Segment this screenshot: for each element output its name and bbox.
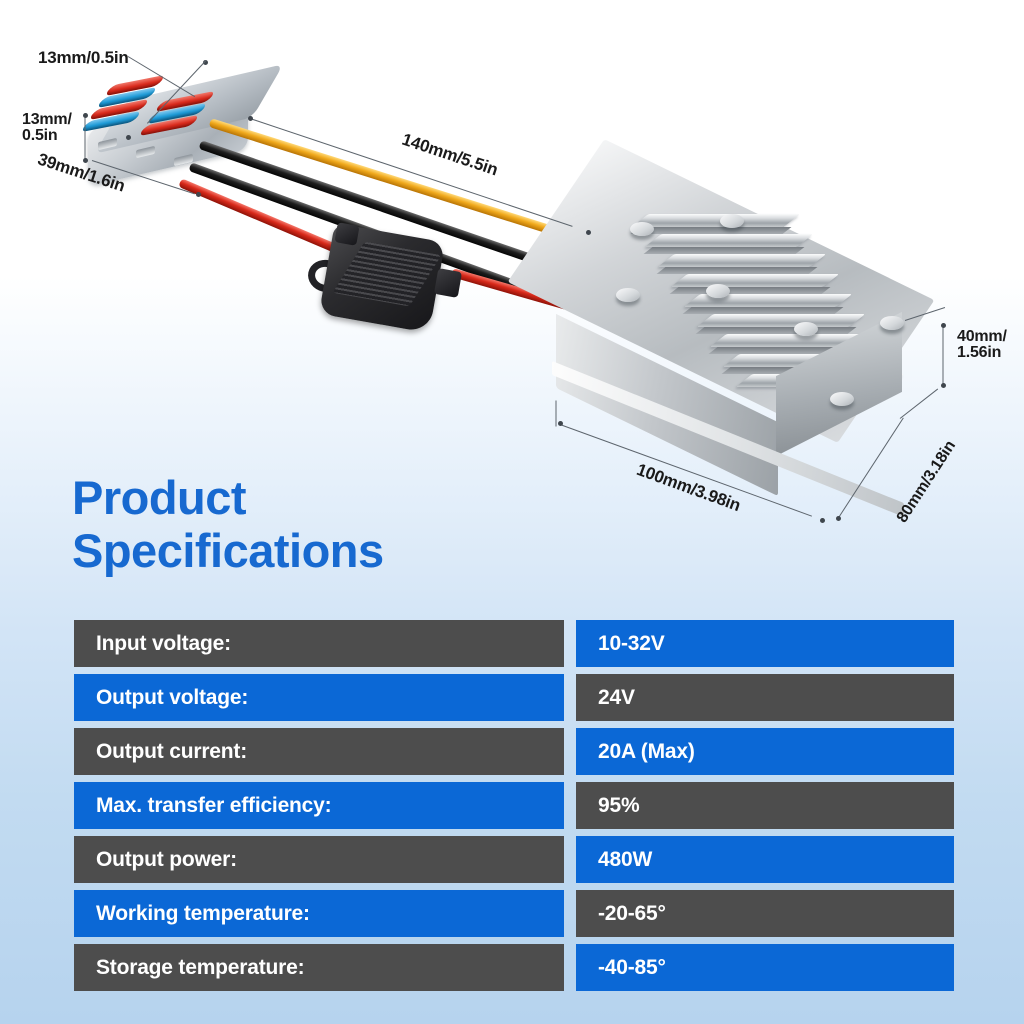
dim-line-connector-height: [84, 116, 86, 163]
dim-dot: [820, 518, 825, 523]
spec-label-cell: Working temperature:: [74, 890, 564, 937]
mounting-post: [630, 222, 654, 236]
dim-label-wire-length: 140mm/5.5in: [399, 129, 501, 180]
spec-value-cell: 10-32V: [576, 620, 954, 667]
mounting-post: [720, 214, 744, 228]
dim-dot: [836, 516, 841, 521]
dim-dot: [586, 230, 591, 235]
dim-label-line1: 13mm/: [22, 111, 72, 128]
spec-row: Input voltage: 10-32V: [74, 620, 954, 667]
dim-dot: [83, 113, 88, 118]
dim-label-connector-height: 13mm/ 0.5in: [22, 111, 72, 145]
dim-dot: [83, 158, 88, 163]
mounting-post: [616, 288, 640, 302]
dim-line-body-height: [942, 326, 944, 387]
dim-dot: [941, 323, 946, 328]
dim-dot: [203, 60, 208, 65]
spec-row: Output voltage: 24V: [74, 674, 954, 721]
spec-row: Max. transfer efficiency: 95%: [74, 782, 954, 829]
spec-value-cell: -20-65°: [576, 890, 954, 937]
heatsink-fin: [696, 314, 866, 327]
spec-label-cell: Storage temperature:: [74, 944, 564, 991]
spec-value-cell: -40-85°: [576, 944, 954, 991]
spec-label-cell: Input voltage:: [74, 620, 564, 667]
heatsink-fin: [670, 274, 840, 287]
spec-label-cell: Output voltage:: [74, 674, 564, 721]
dim-dot: [941, 383, 946, 388]
heatsink-fin: [657, 254, 827, 267]
dim-label-connector-depth: 13mm/0.5in: [38, 48, 129, 67]
dim-dot: [248, 116, 253, 121]
mounting-post: [706, 284, 730, 298]
page-title-line2: Specifications: [72, 523, 384, 577]
fuse-nub-right: [433, 268, 463, 298]
spec-row: Output power: 480W: [74, 836, 954, 883]
inline-fuse-holder: [305, 222, 478, 334]
spec-value-cell: 95%: [576, 782, 954, 829]
page-title-line1: Product: [72, 471, 247, 524]
dim-label-line2: 1.56in: [957, 344, 1002, 362]
dim-label-body-height: 40mm/ 1.56in: [957, 328, 1007, 362]
heatsink-fin: [644, 234, 814, 247]
spec-label-cell: Max. transfer efficiency:: [74, 782, 564, 829]
dim-dot: [196, 192, 201, 197]
heatsink-fin-gap: [656, 267, 818, 274]
mounting-post: [794, 322, 818, 336]
spec-row: Storage temperature: -40-85°: [74, 944, 954, 991]
heatsink-fin-gap: [643, 247, 805, 254]
spec-row: Output current: 20A (Max): [74, 728, 954, 775]
dim-label-line1: 40mm/: [957, 328, 1007, 345]
heatsink-fin-gap: [695, 327, 857, 334]
heatsink-fin-gap: [630, 227, 792, 234]
heatsink-fin-gap: [669, 287, 831, 294]
spec-value-cell: 20A (Max): [576, 728, 954, 775]
mounting-post: [830, 392, 854, 406]
product-photo: 13mm/0.5in 13mm/ 0.5in 39mm/1.6in 140mm/…: [22, 48, 1007, 526]
spec-value-cell: 480W: [576, 836, 954, 883]
fuse-nub-top: [334, 222, 360, 246]
dim-line-body-length-leader: [555, 400, 557, 427]
dim-dot: [558, 421, 563, 426]
spec-label-cell: Output current:: [74, 728, 564, 775]
mounting-post: [880, 316, 904, 330]
dim-label-line2: 0.5in: [22, 127, 58, 145]
heatsink-fin-gap: [682, 307, 844, 314]
spec-row: Working temperature: -20-65°: [74, 890, 954, 937]
heatsink-fin: [631, 214, 801, 227]
page-title: Product Specifications: [72, 471, 384, 577]
spec-label-cell: Output power:: [74, 836, 564, 883]
dim-dot: [126, 135, 131, 140]
spec-value-cell: 24V: [576, 674, 954, 721]
aluminum-heatsink-body: [507, 139, 948, 518]
